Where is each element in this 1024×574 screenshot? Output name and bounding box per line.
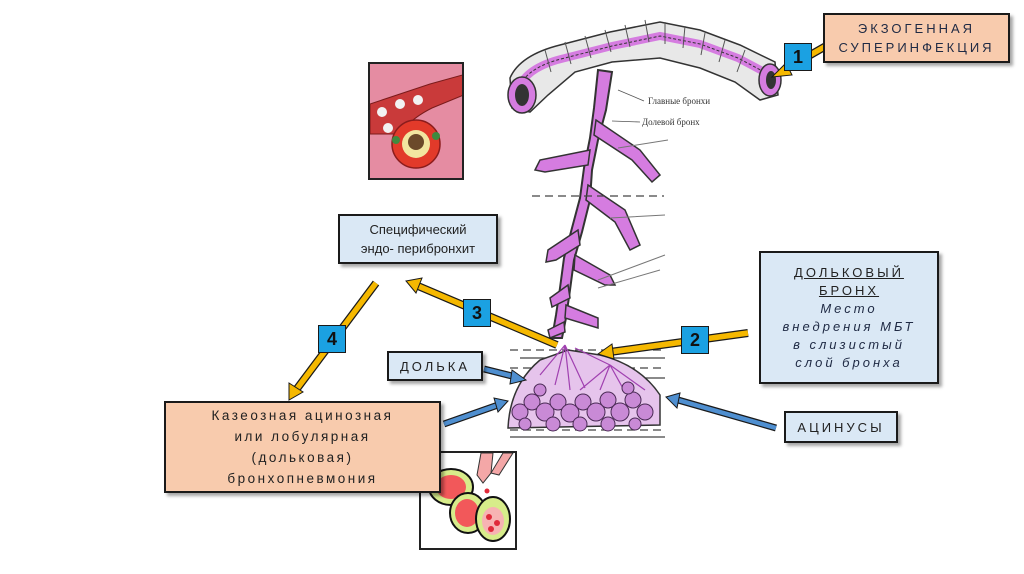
arrows-blue	[442, 365, 777, 432]
bronchopneumonia-box: Казеозная ацинозная или лобулярная (доль…	[164, 401, 441, 493]
lobular-bronchus-title1: ДОЛЬКОВЫЙ	[794, 264, 904, 280]
bronchus-cross-section-image	[368, 62, 464, 180]
lobule-label: ДОЛЬКА	[399, 358, 471, 374]
step-badge-1: 1	[784, 43, 812, 71]
lobular-bronchus-box: ДОЛЬКОВЫЙ БРОНХ Место внедрения МБТ в сл…	[759, 251, 939, 384]
step-badge-4: 4	[318, 325, 346, 353]
label-main-bronchi: Главные бронхи	[648, 96, 710, 106]
exogenous-line1: ЭКЗОГЕННАЯ	[857, 21, 976, 36]
lobule-box: ДОЛЬКА	[387, 351, 483, 381]
lobular-bronchus-desc3: в слизистый	[793, 336, 905, 352]
lobar-bronchus-drawing	[533, 68, 669, 340]
bronchopneumonia-line4: бронхопневмония	[227, 471, 378, 486]
bronchopneumonia-line1: Казеозная ацинозная	[211, 408, 394, 423]
acini-label: АЦИНУСЫ	[797, 419, 885, 435]
step-badge-2: 2	[681, 326, 709, 354]
lobular-bronchus-title2: БРОНХ	[818, 282, 880, 298]
bronchopneumonia-line2: или лобулярная	[234, 429, 371, 444]
lobular-bronchus-desc4: слой бронха	[795, 354, 903, 370]
bronchopneumonia-line3: (дольковая)	[251, 450, 354, 465]
lobule-acini-drawing	[507, 344, 661, 432]
exogenous-line2: СУПЕРИНФЕКЦИЯ	[838, 40, 995, 55]
bronchus-cross-section-icon	[370, 64, 462, 178]
endo-peribronchitis-line1: Специфический	[369, 222, 467, 237]
main-bronchi-drawing	[507, 19, 782, 114]
step-badge-3: 3	[463, 299, 491, 327]
label-lobar-bronchus: Долевой бронх	[642, 117, 700, 127]
lobular-bronchus-desc1: Место	[820, 300, 878, 316]
exogenous-superinfection-box: ЭКЗОГЕННАЯ СУПЕРИНФЕКЦИЯ	[823, 13, 1010, 63]
acini-box: АЦИНУСЫ	[784, 411, 898, 443]
endo-peribronchitis-line2: эндо- перибронхит	[360, 241, 476, 256]
lobular-bronchus-desc2: внедрения МБТ	[782, 318, 916, 334]
endo-peribronchitis-box: Специфический эндо- перибронхит	[338, 214, 498, 264]
